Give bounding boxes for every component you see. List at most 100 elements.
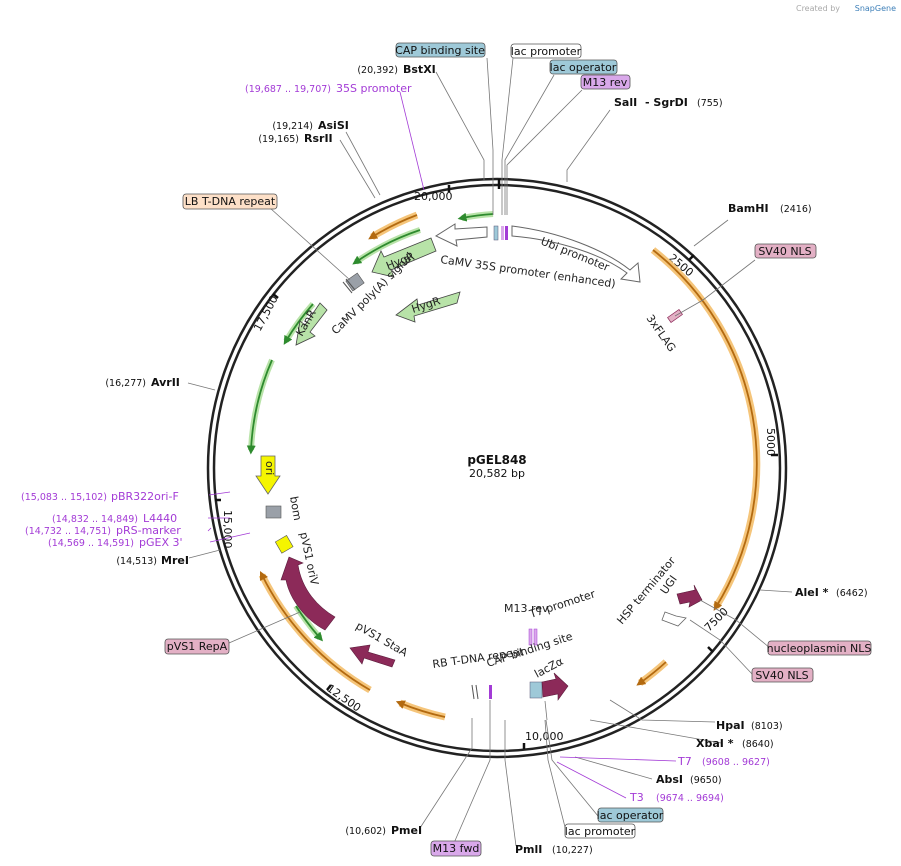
- rb-tdna-mark-2: [475, 684, 479, 700]
- repa-arc-1-arrow: [395, 700, 446, 718]
- rb-tdna-mark-1: [471, 684, 475, 700]
- box-leader-lines: [228, 57, 771, 844]
- pmei-position: (10,602): [345, 826, 386, 837]
- snapgene-logo-text: SnapGene: [855, 4, 896, 13]
- pgex-primer-label: pGEX 3': [139, 536, 183, 549]
- bstxi-position: (20,392): [357, 65, 398, 76]
- pmli-label: PmlI: [515, 843, 542, 856]
- alei-label: AleI *: [795, 586, 829, 599]
- pvs1-staa-arrow: [349, 644, 396, 668]
- prs-primer-label: pRS-marker: [116, 524, 181, 537]
- tick-label-17500: 17,500: [251, 293, 281, 333]
- primer-mark-top-2: [505, 226, 508, 240]
- p35s-primer-label: 35S promoter: [336, 82, 412, 95]
- lac-promoter-bottom-label: lac promoter: [565, 825, 636, 838]
- m13rev-top-box: [580, 74, 631, 90]
- rb-primer-mark: [489, 685, 492, 699]
- lac-operator-top-box: [549, 59, 618, 75]
- plasmid-name: pGEL848: [467, 453, 526, 467]
- absi-label: AbsI: [656, 773, 683, 786]
- backbone-inner-ring: [212, 183, 782, 753]
- pvs1-repa-label: pVS1 RepA: [167, 640, 228, 653]
- alei-position: (6462): [836, 588, 868, 599]
- lac-operator-bottom-box: [597, 807, 664, 823]
- avrii-position: (16,277): [105, 378, 146, 389]
- hygr-arrow-2: [395, 291, 461, 323]
- credit-text: Created by: [796, 4, 840, 13]
- lacz-arrow: [541, 672, 569, 701]
- plasmid-size: 20,582 bp: [469, 467, 525, 480]
- tick-label-15000: 15,000: [221, 510, 234, 549]
- lac-marks-bottom: [544, 700, 548, 721]
- sali-position: (755): [697, 98, 723, 109]
- xbai-label: XbaI *: [696, 737, 734, 750]
- green-arc-bottom-left-arrow: [295, 605, 323, 642]
- avrii-label: AvrII: [151, 376, 180, 389]
- primer-leader-lines: [207, 91, 677, 799]
- pmli-position: (10,227): [552, 845, 593, 856]
- pbr-primer-label: pBR322ori-F: [111, 490, 179, 503]
- sv40-nls-bottom-label: SV40 NLS: [755, 669, 808, 682]
- hpai-label: HpaI: [716, 719, 745, 732]
- nucleoplasmin-nls-label: nucleoplasmin NLS: [767, 642, 872, 655]
- backbone-outer-ring: [206, 177, 788, 759]
- ori-label: ori: [263, 461, 276, 475]
- absi-position: (9650): [690, 775, 722, 786]
- pvs1-repa-arrow: [280, 556, 336, 631]
- cds-arc-top-left-arrow: [368, 214, 418, 240]
- green-arc-kanr-arrow: [283, 303, 314, 345]
- lac-promoter-bottom-box: [564, 823, 636, 839]
- ubi-promoter-arrow: [511, 225, 641, 283]
- lac-promoter-top-box: [510, 43, 582, 59]
- hsp-terminator-arrow: [661, 611, 687, 627]
- tick-label-10000: 10,000: [525, 730, 564, 743]
- asisi-position: (19,214): [272, 121, 313, 132]
- cap-inner-box: [529, 681, 543, 699]
- green-arc-left: [248, 358, 275, 451]
- pbr-primer-position: (15,083 .. 15,102): [21, 492, 107, 503]
- asisi-label: AsiSI: [318, 119, 349, 132]
- p35s-primer-position: (19,687 .. 19,707): [245, 84, 331, 95]
- m13rev-inner-label: M13 rev: [504, 602, 549, 615]
- pmei-label: PmeI: [391, 824, 422, 837]
- cds-arc-bottom-right-arrow: [636, 661, 667, 686]
- camv35s-promoter-arrow: [434, 223, 488, 247]
- sgrdi-label: - SgrDI: [645, 96, 688, 109]
- sv40-nls-top-label: SV40 NLS: [758, 245, 811, 258]
- kanr-arrow: [295, 302, 328, 346]
- t3-primer-label: T3: [629, 791, 644, 804]
- bom-label: bom: [287, 495, 304, 521]
- lac-operator-top-label: lac operator: [550, 61, 617, 74]
- ugi-arrow: [676, 584, 703, 608]
- pgex-primer-position: (14,569 .. 14,591): [48, 538, 134, 549]
- green-arc-left-arrow: [246, 359, 273, 455]
- tick-marks: [215, 179, 778, 749]
- lb-tdna-box: [182, 193, 278, 210]
- lb-tdna-label: LB T-DNA repeat: [185, 195, 276, 208]
- nucleoplasmin-nls-box: [767, 640, 872, 656]
- hpai-position: (8103): [751, 721, 783, 732]
- rsrii-position: (19,165): [258, 134, 299, 145]
- bamhi-label: BamHI: [728, 202, 769, 215]
- lac-promoter-top-label: lac promoter: [511, 45, 582, 58]
- m13fwd-box: [430, 840, 482, 857]
- prs-primer-position: (14,732 .. 14,751): [25, 526, 111, 537]
- bstxi-label: BstXI: [403, 63, 436, 76]
- sv40-nls-top-box: [754, 243, 817, 259]
- t7-primer-label: T7: [677, 755, 692, 768]
- rsrii-label: RsrII: [304, 132, 333, 145]
- camv-polya-box: [345, 272, 365, 292]
- camv-polya-mark-2: [345, 278, 356, 291]
- bom-box: [265, 505, 282, 519]
- ori-arrow: [255, 455, 281, 495]
- l4440-primer-position: (14,832 .. 14,849): [52, 514, 138, 525]
- green-arc-hygr-arrow: [352, 229, 421, 265]
- lacz-label: lacZα: [532, 655, 565, 681]
- camv-polya-mark-1: [342, 281, 353, 294]
- tick-label-20000: 20,000: [414, 190, 453, 203]
- tick-label-5000: 5000: [764, 428, 777, 456]
- xbai-position: (8640): [742, 739, 774, 750]
- enzyme-leader-lines: [187, 71, 793, 847]
- l4440-primer-label: L4440: [143, 512, 177, 525]
